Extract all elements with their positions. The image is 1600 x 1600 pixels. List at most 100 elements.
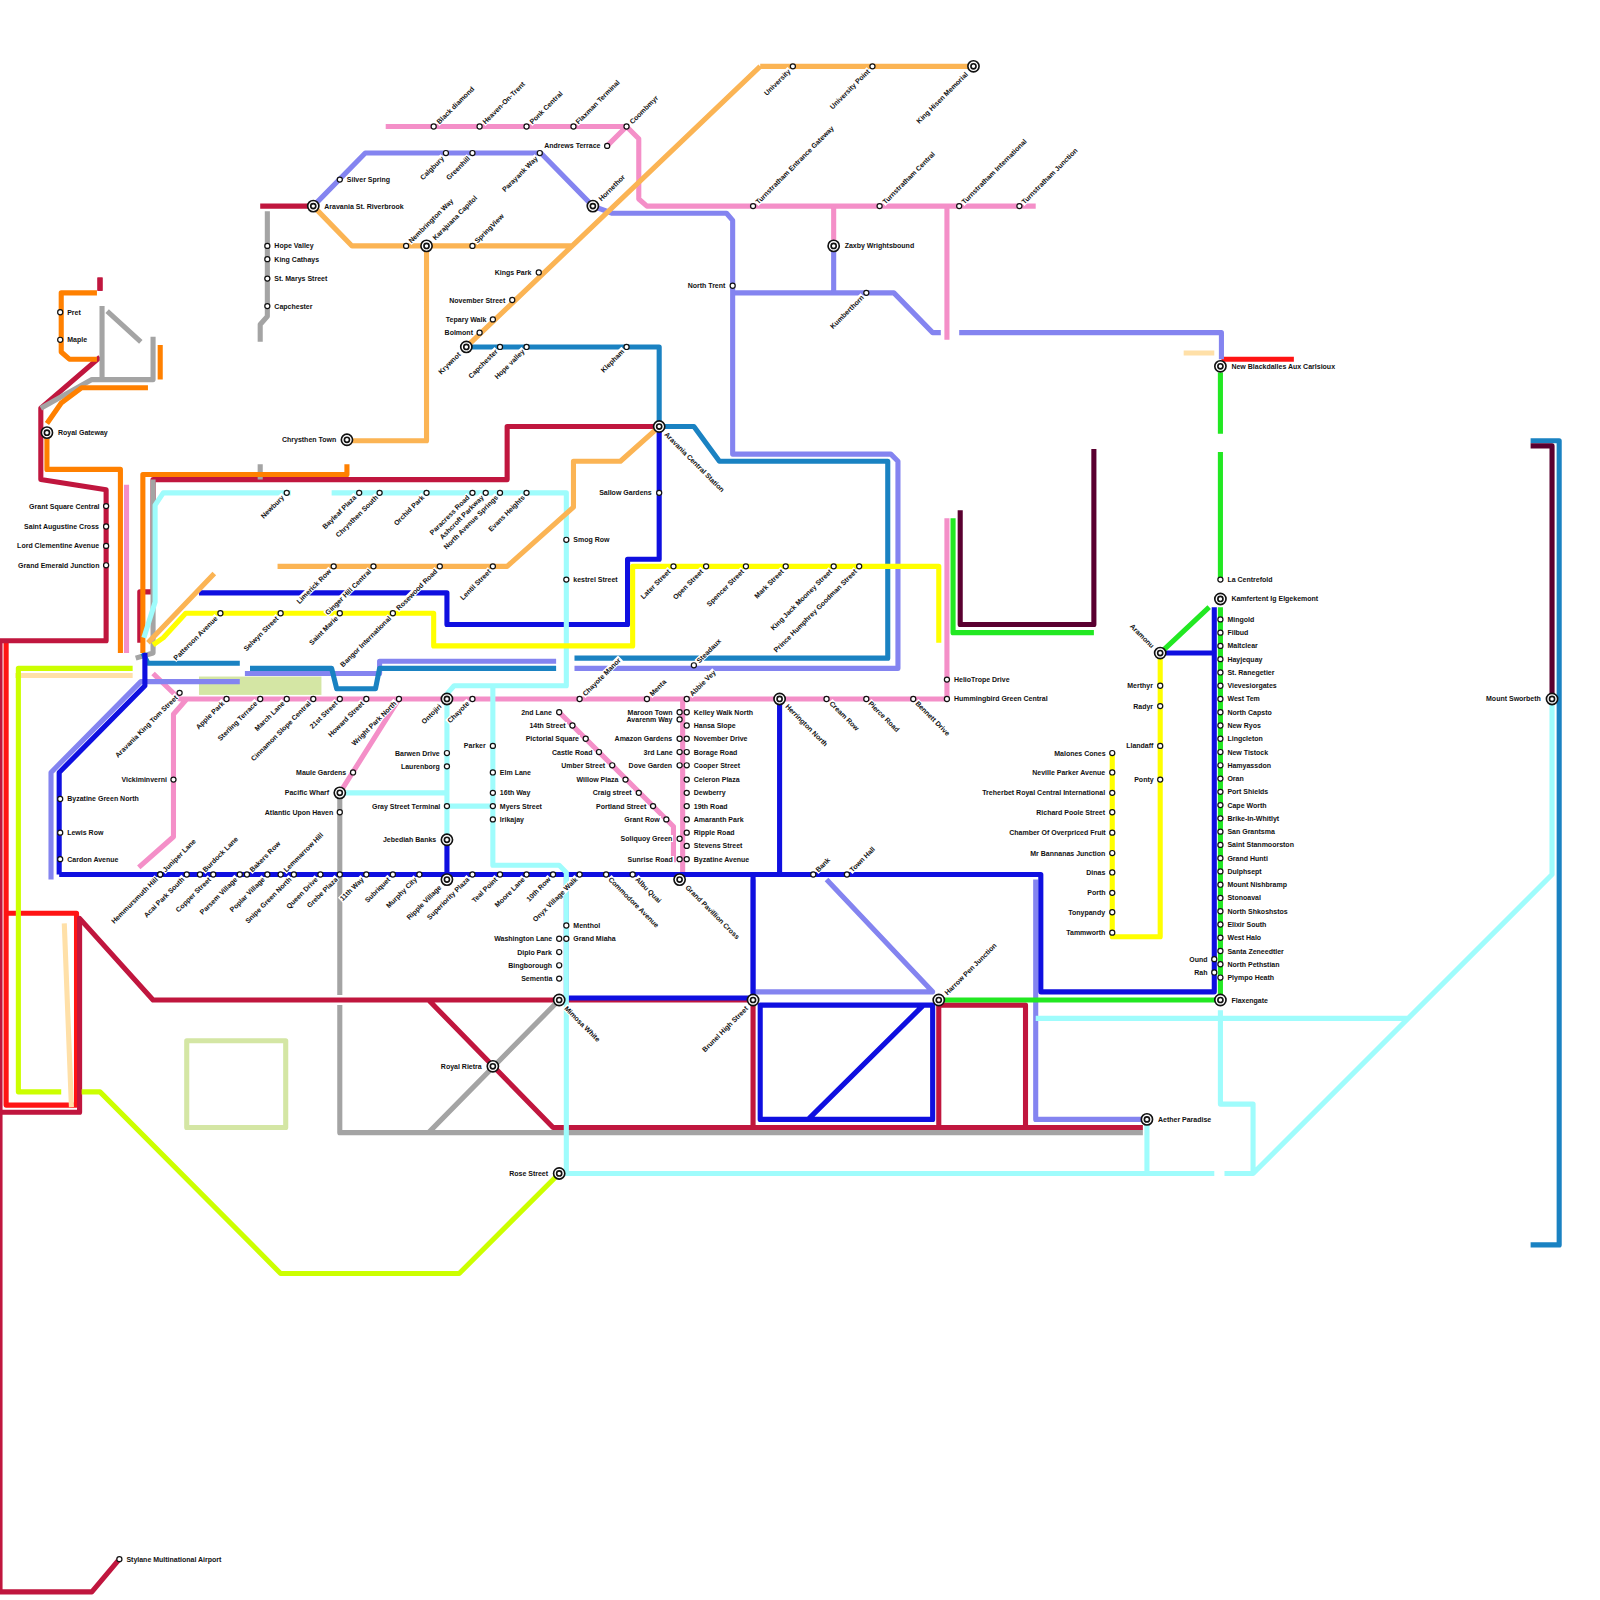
station-dot: [211, 872, 216, 877]
station-dot: [630, 872, 635, 877]
station-dot: [265, 276, 270, 281]
station-dot: [811, 872, 816, 877]
station-label: Rose Street: [508, 1170, 549, 1177]
station-label: Washington Lane: [493, 935, 553, 942]
station-label: Porth: [1086, 889, 1106, 896]
station-dot: [441, 834, 452, 845]
station-dot: [351, 770, 356, 775]
station-dot: [684, 710, 689, 715]
station-dot: [1110, 890, 1115, 895]
station-label: Lord Clementine Avenue: [16, 542, 100, 549]
station-label: Saint Augustine Cross: [23, 523, 100, 530]
station-label: Juniper Lane: [161, 837, 198, 874]
station-dot: [1110, 790, 1115, 795]
station-dot: [1218, 789, 1223, 794]
station-label: HelioTrope Drive: [953, 676, 1011, 683]
station-dot: [396, 696, 401, 701]
station-dot: [536, 270, 541, 275]
station-dot: [390, 611, 395, 616]
station-dot: [557, 997, 562, 1002]
station-label: Stonoaval: [1226, 894, 1261, 901]
station-label: Newbury: [259, 493, 286, 520]
station-label: Maple: [66, 336, 88, 343]
station-label: Bennett Drive: [914, 699, 953, 738]
station-dot: [424, 243, 429, 248]
station-dot: [490, 743, 495, 748]
station-label: Grand Miaha: [572, 935, 616, 942]
station-label: Irikajay: [499, 816, 525, 823]
station-dot: [557, 1171, 562, 1176]
station-dot: [684, 749, 689, 754]
station-dot: [1218, 696, 1223, 701]
station-label: Hayjequay: [1226, 656, 1263, 663]
station-dot: [684, 723, 689, 728]
station-label: North Trent: [687, 282, 727, 289]
station-dot: [623, 777, 628, 782]
station-dot: [337, 177, 342, 182]
rail-line: [144, 493, 1552, 1174]
station-label: Dulphsept: [1226, 868, 1262, 875]
station-dot: [864, 290, 869, 295]
station-dot: [1218, 948, 1223, 953]
station-dot: [1218, 869, 1223, 874]
station-dot: [790, 64, 795, 69]
station-label: Open Street: [671, 567, 705, 601]
station-dot: [104, 504, 109, 509]
station-label: Grand Emerald Junction: [17, 562, 100, 569]
station-dot: [1218, 364, 1223, 369]
station-dot: [604, 872, 609, 877]
rail-line: [148, 66, 974, 643]
station-label: Hansa Slope: [693, 722, 737, 729]
station-dot: [671, 564, 676, 569]
station-dot: [657, 490, 662, 495]
station-dot: [1110, 830, 1115, 835]
station-dot: [1144, 1117, 1149, 1122]
station-dot: [278, 872, 283, 877]
station-dot: [337, 611, 342, 616]
station-dot: [464, 344, 469, 349]
station-dot: [490, 817, 495, 822]
station-dot: [577, 872, 582, 877]
rail-line: [47, 293, 347, 653]
station-dot: [1218, 710, 1223, 715]
station-label: Dinas: [1085, 869, 1106, 876]
station-label: Bingborough: [507, 962, 553, 969]
station-dot: [1110, 770, 1115, 775]
station-label: Hamyassdon: [1226, 762, 1272, 769]
station-dot: [1218, 909, 1223, 914]
station-dot: [564, 537, 569, 542]
station-dot: [337, 872, 342, 877]
station-label: Lemmarrow Hill: [281, 830, 324, 873]
station-label: Heaven-On-Trent: [480, 80, 526, 126]
station-label: Vievesiorgates: [1226, 682, 1277, 689]
station-label: Chayote: [446, 699, 472, 725]
station-label: Turnstratham Entrance Gateway: [754, 123, 836, 205]
station-dot: [1218, 657, 1223, 662]
station-dot: [1158, 743, 1163, 748]
station-dot: [258, 696, 263, 701]
station-dot: [857, 564, 862, 569]
station-dot: [444, 877, 449, 882]
station-label: Cream Row: [827, 699, 861, 733]
station-label: St. Ranegetier: [1226, 669, 1275, 676]
station-label: Cardon Avenue: [66, 856, 119, 863]
station-label: Umber Street: [560, 762, 606, 769]
station-dot: [828, 240, 839, 251]
station-label: Onyx Village Walk: [530, 875, 579, 924]
station-dot: [1218, 882, 1223, 887]
station-label: Malones Cones: [1053, 750, 1106, 757]
station-label: Tonypandy: [1067, 909, 1106, 916]
station-label: Port Shields: [1226, 788, 1269, 795]
station-dot: [1218, 723, 1223, 728]
station-label: Herrington North: [783, 702, 829, 748]
station-dot: [1218, 736, 1223, 741]
station-dot: [933, 994, 944, 1005]
station-dot: [1158, 777, 1163, 782]
station-dot: [421, 240, 432, 251]
station-label: Stevens Street: [693, 842, 744, 849]
station-label: Cooper Street: [693, 762, 741, 769]
station-dot: [117, 1557, 122, 1562]
station-dot: [278, 611, 283, 616]
rail-line: [0, 206, 1143, 1592]
